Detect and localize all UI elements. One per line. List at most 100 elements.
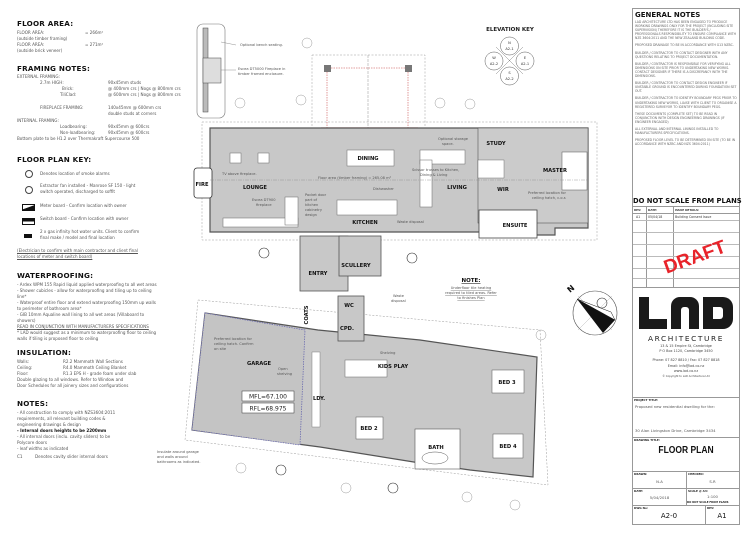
- general-note: THESE DOCUMENTS (COMPLETE SET) TO BE REA…: [635, 111, 725, 124]
- framing-heading: FRAMING NOTES:: [17, 64, 91, 73]
- svg-text:design: design: [305, 213, 317, 217]
- svg-text:Escea DT900: Escea DT900: [252, 198, 276, 202]
- note-line: requirements, all relevant building code…: [17, 416, 106, 421]
- north-arrow-icon: N: [566, 283, 618, 336]
- svg-text:on site: on site: [214, 347, 227, 351]
- general-note: BUILDER / CONTRACTOR TO CONTACT DESIGNER…: [635, 50, 728, 59]
- svg-text:N: N: [566, 283, 577, 294]
- checked-value: S.R: [709, 479, 716, 484]
- svg-text:A2-1: A2-1: [521, 62, 529, 66]
- framing-value: 90x45mm @ 600crs: [108, 124, 150, 129]
- elevation-markers: [234, 37, 547, 511]
- room-bath: BATH: [428, 445, 443, 451]
- bathtub: [421, 451, 449, 465]
- waterproofing-heading: WATERPROOFING:: [17, 271, 94, 280]
- room-coats: COATS: [304, 305, 310, 324]
- room-bed4: BED 4: [499, 444, 517, 450]
- room-wc: WC: [344, 303, 354, 309]
- floor-area-sub: (outside brick veneer): [17, 48, 63, 53]
- cavity-code: C1: [17, 454, 23, 459]
- drawing-title: FLOOR PLAN: [658, 445, 714, 456]
- svg-text:Dishwasher: Dishwasher: [373, 187, 394, 191]
- svg-text:fireplace: fireplace: [256, 203, 272, 207]
- room-dining: DINING: [357, 156, 378, 162]
- svg-text:kitchen: kitchen: [305, 203, 318, 207]
- room-laundry: LDY.: [313, 396, 325, 402]
- general-note: BUILDER / CONTRACTOR TO IDENTIFY BOUNDAR…: [635, 96, 737, 109]
- svg-text:Dining & Living: Dining & Living: [420, 173, 447, 177]
- floor-area-sub: (outside timber framing): [17, 36, 68, 41]
- room-lounge: LOUNGE: [243, 185, 267, 191]
- framing-value: @ 600mm crs | Nogs @ 800mm crs: [108, 92, 181, 97]
- svg-text:space.: space.: [442, 142, 454, 146]
- rfl-label: RFL=68.975: [250, 406, 287, 413]
- svg-text:ceiling hatch. Confirm: ceiling hatch. Confirm: [214, 342, 254, 346]
- waterproofing-line: showers): [17, 318, 36, 323]
- svg-text:NOTE:: NOTE:: [462, 278, 481, 284]
- waterproofing-line: to perimeter of bathroom area*: [17, 306, 82, 311]
- elevation-key: ELEVATION KEY NA2-1 WA2-2 EA2-1 SA2-2: [484, 27, 535, 86]
- company-contact: 13 & 15 Empire St, Cambridge P O Box 112…: [633, 344, 739, 379]
- revision-table: REV: DATE: ISSUE DETAILS: A1 05/04/18 Bu…: [633, 206, 739, 288]
- svg-text:W: W: [492, 56, 496, 60]
- svg-text:Optional bench seating.: Optional bench seating.: [240, 43, 283, 47]
- svg-text:ceiling hatch, c.o.s: ceiling hatch, c.o.s: [532, 196, 566, 200]
- room-bed3: BED 3: [498, 380, 516, 386]
- insulation-value: R1.3 EPS H - grade foam under slab: [63, 371, 137, 376]
- framing-internal: INTERNAL FRAMING:: [17, 118, 59, 123]
- insulation-heading: INSULATION:: [17, 348, 72, 357]
- project-title-label: PROJECT TITLE:: [634, 398, 659, 402]
- insulation-label: Floor:: [17, 371, 29, 376]
- floor-area-value: = 271m²: [85, 42, 104, 47]
- framing-value: double studs at corners: [108, 111, 157, 116]
- note-line: - All internal doors (inclu. cavity slid…: [17, 434, 111, 439]
- bed4-bed: [492, 433, 524, 459]
- underfloor-note: NOTE: Underfloor tile heating required t…: [445, 278, 497, 300]
- mfl-label: MFL=67.100: [249, 394, 287, 401]
- room-ensuite: ENSUITE: [503, 223, 528, 229]
- room-garage: GARAGE: [247, 361, 272, 367]
- bed3-bed: [491, 369, 525, 394]
- room-wir: WIR: [497, 187, 509, 193]
- framing-value: 90x45mm @ 600crs: [108, 130, 150, 135]
- room-master: MASTER: [543, 168, 567, 174]
- issue-header: ISSUE DETAILS:: [675, 208, 700, 212]
- svg-text:A2-1: A2-1: [505, 47, 513, 51]
- room-fire: FIRE: [195, 182, 208, 188]
- note-line: - Internal doors heights to be 2200mm: [17, 428, 107, 433]
- revision-cell: A1: [636, 215, 641, 219]
- general-note: BUILDER / CONTRACTOR TO CONTACT DESIGN E…: [635, 81, 737, 94]
- section-markers: [258, 247, 608, 494]
- svg-text:Pocket door: Pocket door: [305, 193, 327, 197]
- framing-bottom-plate: Bottom plate to be H1.2 over Thermakraft…: [17, 136, 140, 141]
- fire-box: [193, 167, 213, 199]
- svg-text:A2-2: A2-2: [490, 62, 498, 66]
- company-name: ARCHITECTURE: [648, 334, 724, 343]
- mfl-box: [241, 390, 295, 402]
- svg-text:Open: Open: [278, 367, 288, 371]
- drawn-row: DRAWN: CHECKED: N.A S.R: [633, 471, 739, 489]
- revision-cell: Building Consent Issue: [675, 215, 712, 219]
- svg-text:Waste disposal: Waste disposal: [397, 220, 424, 224]
- svg-text:required to tiled areas. Refer: required to tiled areas. Refer: [445, 291, 497, 295]
- revision-cell: 05/04/18: [648, 215, 663, 219]
- scale-note: DO NOT SCALE FROM PLANS: [687, 501, 729, 504]
- note-line: engineering drawings & design: [17, 422, 81, 427]
- scullery-area: [338, 235, 382, 277]
- master-bed: [561, 151, 588, 191]
- general-note: PROPOSED FLOOR LEVEL TO BE DETERMINED ON…: [635, 138, 736, 147]
- key-item-text: Denotes location of smoke alarms: [40, 171, 110, 176]
- framing-label: TiliClad:: [60, 92, 77, 97]
- cavity-text: Denotes cavity slider internal doors: [35, 454, 108, 459]
- svg-text:bathrooms as indicated.: bathrooms as indicated.: [157, 460, 200, 464]
- checked-label: CHECKED:: [688, 472, 704, 476]
- scale-value: 1:100: [707, 494, 718, 499]
- note-line: - All construction to comply with NZS360…: [17, 410, 116, 415]
- svg-text:part of: part of: [305, 198, 318, 202]
- email-link[interactable]: Email: info@lad.co.nz: [667, 363, 705, 368]
- svg-text:TV above fireplace.: TV above fireplace.: [221, 172, 257, 176]
- address-line: 13 & 15 Empire St, Cambridge: [660, 344, 712, 348]
- meter-board-icon: [22, 204, 35, 211]
- website-link[interactable]: www.lad.co.nz: [673, 368, 699, 373]
- svg-text:shelving: shelving: [277, 372, 292, 376]
